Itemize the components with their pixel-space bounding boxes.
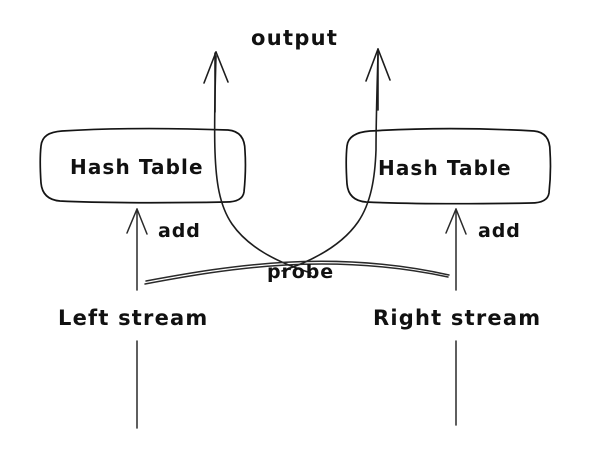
- right-output-arrow: [281, 48, 391, 272]
- probe-line-left-to-right: [144, 260, 450, 285]
- probe-label: probe: [267, 261, 335, 283]
- left-add-label: add: [158, 220, 201, 242]
- left-hash-table-label: Hash Table: [70, 155, 204, 179]
- right-add-label: add: [478, 220, 521, 242]
- left-add-arrow: [126, 208, 148, 291]
- right-add-arrow: [445, 208, 467, 291]
- right-stream-label: Right stream: [373, 306, 542, 330]
- left-stream-label: Left stream: [58, 306, 209, 330]
- left-output-arrow: [203, 51, 312, 274]
- right-hash-table-box[interactable]: [345, 127, 552, 205]
- right-hash-table-label: Hash Table: [378, 156, 512, 180]
- left-hash-table-box[interactable]: [39, 127, 247, 204]
- output-label: output: [251, 26, 339, 50]
